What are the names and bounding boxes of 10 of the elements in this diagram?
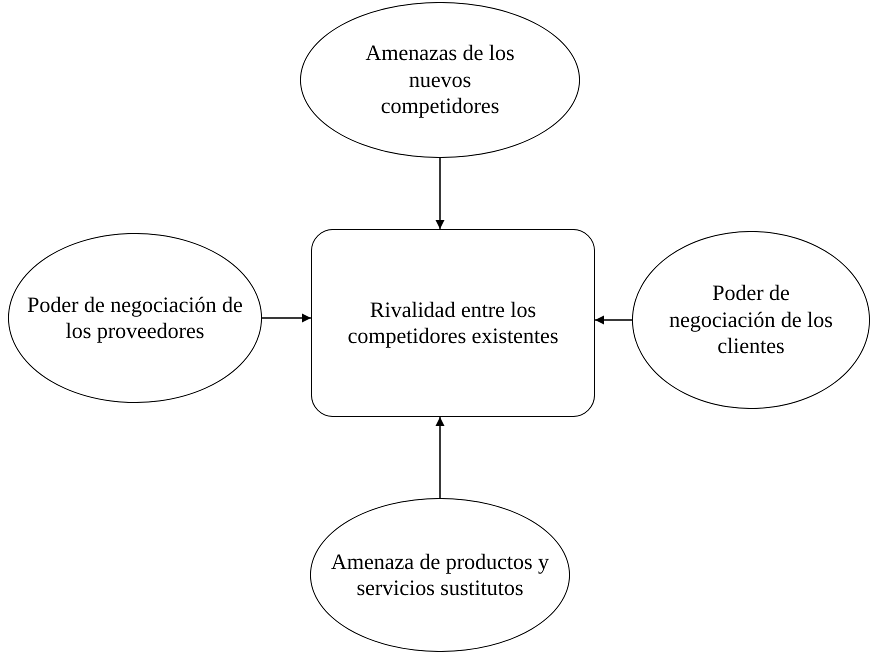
- arrow: [262, 314, 311, 322]
- node-label: Poder de negociación de los proveedores: [26, 292, 244, 344]
- rounded-box: [311, 229, 595, 417]
- arrow: [436, 417, 444, 498]
- arrow: [436, 158, 444, 229]
- node-label: Poder de negociación de los clientes: [668, 280, 834, 360]
- node-label: Amenazas de los nuevos competidores: [364, 40, 516, 120]
- node-label: Rivalidad entre los competidores existentes: [346, 296, 560, 350]
- node-label: Amenaza de productos y servicios sustitutos: [330, 548, 550, 602]
- arrow: [595, 316, 632, 324]
